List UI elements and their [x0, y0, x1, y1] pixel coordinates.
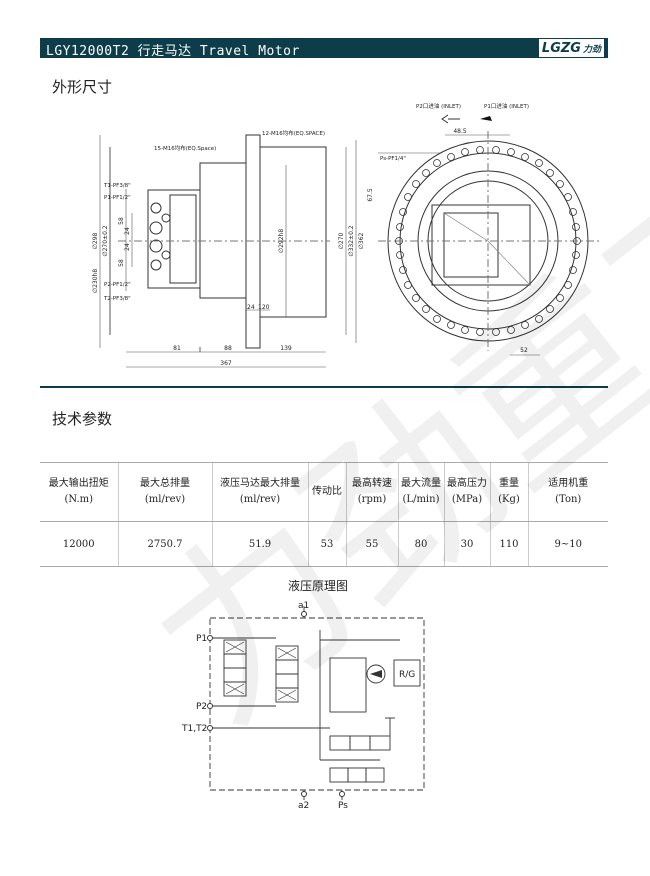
section-title-tech-params: 技术参数 [52, 410, 113, 428]
svg-text:58: 58 [118, 217, 125, 225]
svg-text:88: 88 [224, 345, 232, 352]
svg-text:24: 24 [124, 227, 131, 235]
svg-text:Ps-PF1/4": Ps-PF1/4" [380, 156, 406, 162]
svg-text:∅292h8: ∅292h8 [278, 229, 285, 253]
outline-drawing: 15-M16均布(EQ.Space) 12-M16均布(EQ.SPACE) T1… [92, 102, 600, 368]
svg-text:P2: P2 [196, 702, 207, 712]
svg-text:67.5: 67.5 [367, 188, 374, 202]
svg-text:48.5: 48.5 [453, 128, 467, 135]
table-header-cell: 最大输出扭矩(N.m) [40, 462, 118, 522]
svg-text:12-M16均布(EQ.SPACE): 12-M16均布(EQ.SPACE) [262, 129, 325, 137]
svg-text:15-M16均布(EQ.Space): 15-M16均布(EQ.Space) [154, 144, 216, 152]
table-cell: 55 [345, 521, 398, 567]
svg-text:139: 139 [280, 345, 292, 352]
table-header-cell: 最大总排量(ml/rev) [117, 462, 212, 522]
svg-text:24: 24 [124, 243, 131, 251]
svg-text:Ps: Ps [338, 801, 348, 810]
svg-text:52: 52 [520, 347, 528, 354]
table-header-cell: 传动比 [307, 462, 346, 522]
svg-text:a1: a1 [298, 601, 309, 611]
table-header-cell: 最高压力(MPa) [443, 462, 490, 522]
table-header-row: 最大输出扭矩(N.m) 最大总排量(ml/rev) 液压马达最大排量(ml/re… [40, 462, 608, 522]
svg-text:P2-PF1/2": P2-PF1/2" [104, 282, 131, 288]
svg-text:a2: a2 [298, 801, 309, 810]
table-cell: 51.9 [211, 521, 308, 567]
section-title-dimensions: 外形尺寸 [52, 78, 113, 96]
table-cell: 80 [397, 521, 444, 567]
table-header-cell: 最大流量(L/min) [397, 462, 444, 522]
table-header-cell: 适用机重(Ton) [527, 462, 608, 522]
table-cell: 110 [489, 521, 528, 567]
table-cell: 2750.7 [117, 521, 212, 567]
svg-text:T1-PF3/8": T1-PF3/8" [103, 183, 131, 189]
svg-text:120: 120 [258, 304, 270, 311]
svg-text:367: 367 [220, 360, 232, 367]
table-header-cell: 液压马达最大排量(ml/rev) [211, 462, 308, 522]
svg-text:T1,T2: T1,T2 [181, 724, 207, 734]
section-divider [40, 386, 608, 388]
table-cell: 53 [307, 521, 346, 567]
svg-text:∅332±0.2: ∅332±0.2 [348, 225, 355, 256]
svg-text:24: 24 [247, 304, 255, 311]
svg-text:P1口进油 (INLET): P1口进油 (INLET) [484, 102, 529, 110]
svg-text:P1: P1 [196, 634, 207, 644]
table-cell: 30 [443, 521, 490, 567]
hydraulic-schematic: a1 P1 P2 T1,T2 a2 Ps R/G [181, 601, 425, 810]
spec-table: 最大输出扭矩(N.m) 最大总排量(ml/rev) 液压马达最大排量(ml/re… [40, 462, 608, 567]
section-title-hydraulic: 液压原理图 [288, 579, 349, 593]
table-cell: 12000 [40, 521, 118, 567]
svg-text:∅298: ∅298 [92, 232, 99, 249]
svg-text:P2口进油 (INLET): P2口进油 (INLET) [416, 102, 461, 110]
table-cell: 9~10 [527, 521, 608, 567]
svg-text:81: 81 [173, 345, 181, 352]
svg-text:58: 58 [118, 259, 125, 267]
table-header-cell: 最高转速(rpm) [345, 462, 398, 522]
page-title: LGY12000T2 行走马达 Travel Motor [46, 44, 300, 59]
svg-text:∅270: ∅270 [338, 232, 345, 249]
table-row: 12000 2750.7 51.9 53 55 80 30 110 9~10 [40, 521, 608, 567]
table-header-cell: 重量(Kg) [489, 462, 528, 522]
svg-text:∅230h8: ∅230h8 [92, 269, 99, 293]
svg-text:∅362: ∅362 [358, 232, 365, 249]
svg-text:P1-PF1/2": P1-PF1/2" [104, 195, 131, 201]
svg-text:∅270±0.2: ∅270±0.2 [102, 225, 109, 256]
svg-text:R/G: R/G [399, 670, 415, 680]
svg-text:T2-PF3/8": T2-PF3/8" [103, 296, 131, 302]
